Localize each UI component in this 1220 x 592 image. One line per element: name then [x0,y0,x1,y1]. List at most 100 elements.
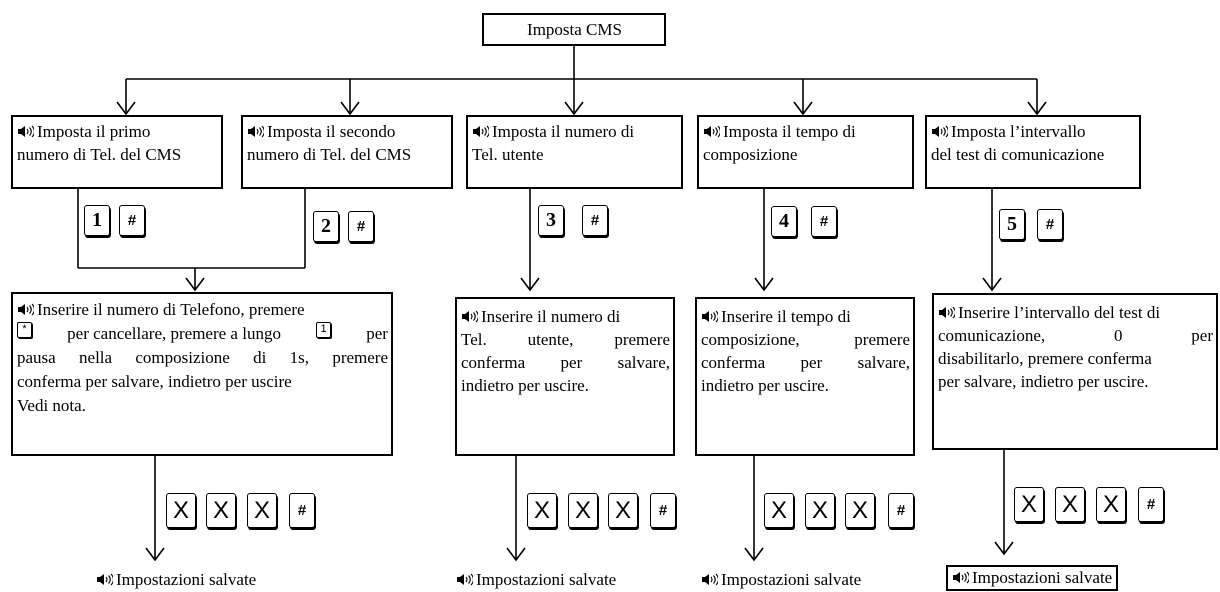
root-label: Imposta CMS [527,20,622,39]
box-text-line: Vedi nota. [17,396,86,415]
speaker-icon [473,125,489,138]
set-dial-time-box: Imposta il tempo di composizione [697,115,914,189]
speaker-icon [462,310,478,323]
box-text-line: numero di Tel. del CMS [17,145,182,164]
key-2: 2 [313,211,339,242]
key-x: X [166,493,196,528]
box-text-line: Inserire l’intervallo del test di [958,303,1161,322]
settings-saved-label: Impostazioni salvate [96,569,256,591]
box-text-line: composizione, premere [701,330,910,349]
box-text-line: Tel. utente [472,145,544,164]
set-first-cms-number-box: Imposta il primo numero di Tel. del CMS [11,115,223,189]
set-test-interval-box: Imposta l’intervallo del test di comunic… [925,115,1141,189]
key-1: 1 [84,205,110,236]
box-text-line: conferma per salvare, indietro per uscir… [17,372,292,391]
key-hash: # [348,211,374,242]
saved-text: Impostazioni salvate [721,570,862,589]
key-hash: # [811,206,837,237]
speaker-icon [704,125,720,138]
enter-user-number-box: Inserire il numero di Tel. utente, preme… [455,297,675,456]
key-x: X [845,493,875,528]
box-text-line: numero di Tel. del CMS [247,145,412,164]
key-x: X [1096,487,1126,522]
speaker-icon [18,125,34,138]
enter-phone-number-box: Inserire il numero di Telefono, premere … [11,292,393,456]
box-text-segment: Inserire il numero di Telefono, premere [17,298,305,322]
box-text-line: composizione [703,145,798,164]
speaker-icon [939,306,955,319]
key-1-icon: 1 [316,322,332,338]
saved-text: Impostazioni salvate [116,570,257,589]
key-x: X [206,493,236,528]
key-x: X [764,493,794,528]
box-text-line: conferma per salvare, [461,353,670,372]
box-text-line: comunicazione, [938,326,1046,345]
key-x: X [247,493,277,528]
box-text-line: Imposta il secondo [267,122,396,141]
key-hash: # [289,493,315,528]
box-text-line: per cancellare, premere a lungo [67,324,281,343]
speaker-icon [457,573,473,586]
box-text-line: per [366,324,388,343]
box-text-line: indietro per uscire. [461,376,589,395]
box-text-segment: Inserire il tempo di [701,305,851,328]
settings-saved-label: Impostazioni salvate [946,565,1119,591]
box-text-line: indietro per uscire. [701,376,829,395]
box-text-line: conferma per salvare, [701,353,910,372]
settings-saved-label: Impostazioni salvate [701,569,861,591]
box-text-row: Inserire il tempo di [701,305,910,328]
key-hash: # [1138,487,1164,522]
key-x: X [608,493,638,528]
box-text-row: Inserire il numero di Telefono, premere [17,298,388,322]
star-key-icon: * [17,322,32,338]
key-hash: # [1037,209,1063,240]
key-4: 4 [771,206,797,237]
key-hash: # [582,205,608,236]
box-text-row: Inserire il numero di [461,305,670,328]
box-text-line: Imposta il numero di [492,122,635,141]
set-second-cms-number-box: Imposta il secondo numero di Tel. del CM… [241,115,453,189]
speaker-icon [248,125,264,138]
root-box: Imposta CMS [482,13,666,46]
speaker-icon [953,571,969,584]
speaker-icon [97,573,113,586]
box-text-line: Imposta l’intervallo [951,122,1086,141]
box-text-row: * per cancellare, premere a lungo 1 per [17,322,388,346]
box-text-line: Tel. utente, premere [461,330,670,349]
box-text-line: disabilitarlo, premere conferma [938,349,1152,368]
speaker-icon [702,310,718,323]
saved-text: Impostazioni salvate [972,568,1113,587]
key-x: X [805,493,835,528]
speaker-icon [18,303,34,316]
key-x: X [527,493,557,528]
key-x: X [568,493,598,528]
key-3: 3 [538,205,564,236]
key-x: X [1014,487,1044,522]
box-text-line: Imposta il primo [37,122,151,141]
box-text-line: del test di comunicazione [931,145,1105,164]
box-text-row: comunicazione, 0 per [938,324,1213,347]
key-hash: # [888,493,914,528]
box-text-line: Inserire il numero di Telefono, premere [37,300,305,319]
speaker-icon [702,573,718,586]
key-5: 5 [999,209,1025,240]
box-text-line: Inserire il numero di [481,307,621,326]
saved-text: Impostazioni salvate [476,570,617,589]
settings-saved-label: Impostazioni salvate [456,569,616,591]
box-text-line: per [1191,326,1213,345]
box-text-row: Inserire l’intervallo del test di [938,301,1213,324]
enter-dial-time-box: Inserire il tempo di composizione, preme… [695,297,915,456]
key-x: X [1055,487,1085,522]
box-text-line: 0 [1113,326,1123,345]
set-user-number-box: Imposta il numero di Tel. utente [466,115,683,189]
key-hash: # [650,493,676,528]
box-text-line: pausa nella composizione di 1s, premere [17,348,388,367]
box-text-line: Imposta il tempo di [723,122,856,141]
key-hash: # [119,205,145,236]
box-text-line: per salvare, indietro per uscire. [938,372,1149,391]
enter-test-interval-box: Inserire l’intervallo del test di comuni… [932,293,1218,450]
box-text-line: Inserire il tempo di [721,307,851,326]
speaker-icon [932,125,948,138]
